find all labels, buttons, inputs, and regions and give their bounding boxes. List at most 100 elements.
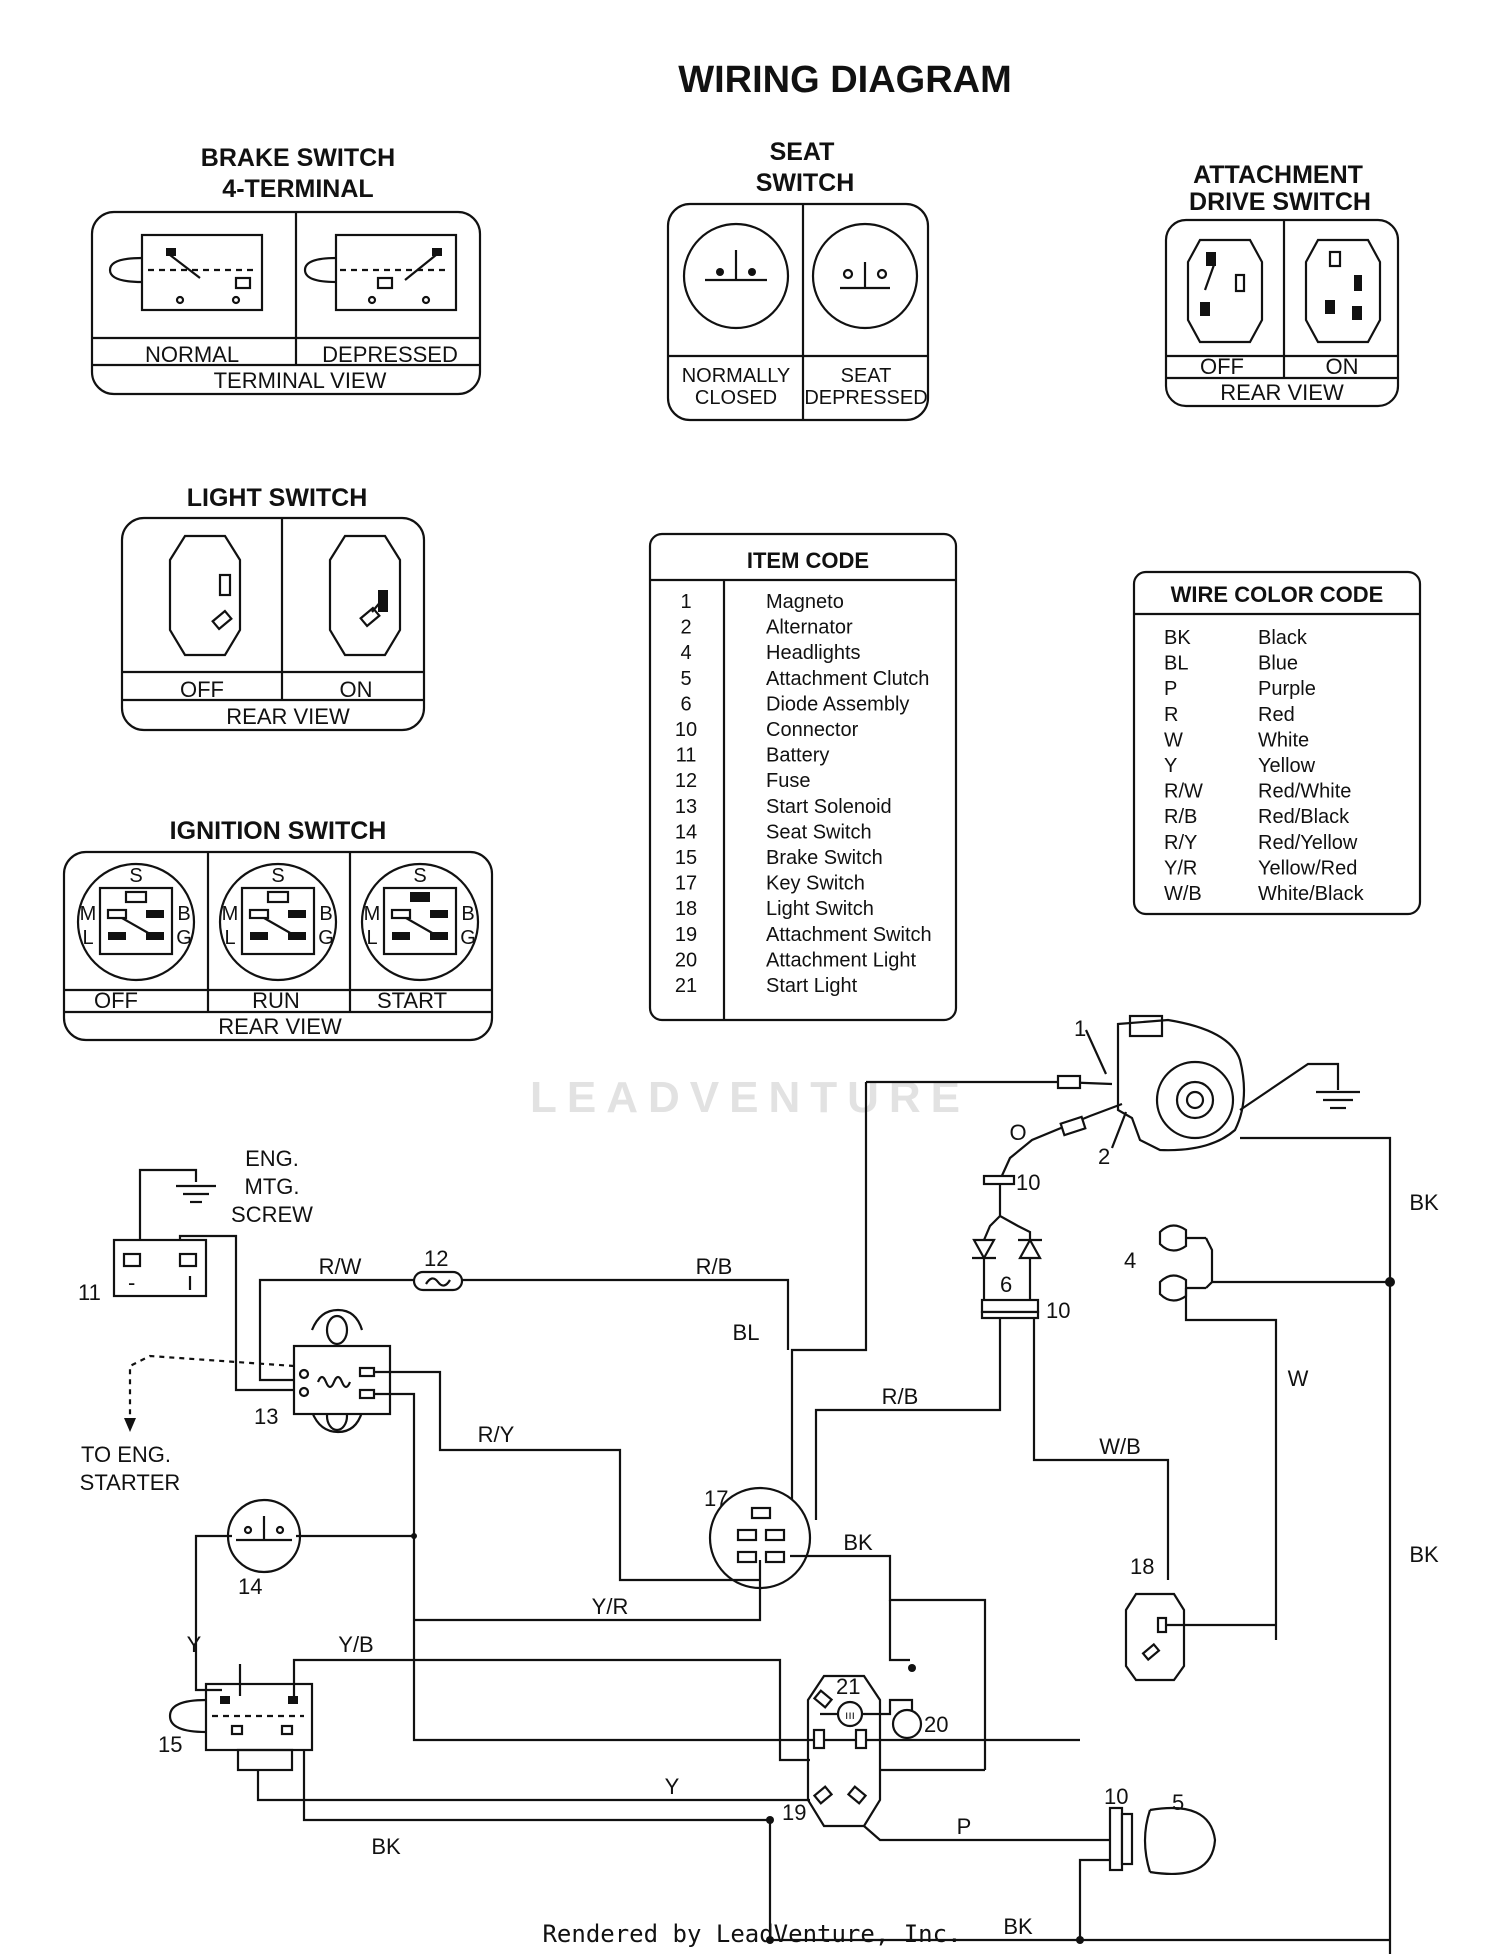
wire-color-name: White/Black	[1258, 883, 1365, 905]
terminal-s: S	[413, 865, 426, 887]
wire-color-name: Blue	[1258, 653, 1298, 675]
headlights	[1158, 1224, 1395, 1640]
item-code-name: Attachment Clutch	[766, 668, 929, 690]
item-code-name: Battery	[766, 745, 829, 767]
engine-flywheel	[1155, 1060, 1235, 1140]
ignition-start-label: START	[377, 988, 447, 1013]
wire-color-code: BL	[1164, 653, 1188, 675]
ignition-state-labels: OFF RUN START REAR VIEW	[94, 988, 447, 1039]
terminal-g: G	[318, 927, 334, 949]
seat-switch-title-2: SWITCH	[756, 169, 855, 197]
terminal-m: M	[222, 903, 239, 925]
light-switch-panel: LIGHT SWITCH OFF ON REAR VIEW	[120, 484, 426, 732]
wire-color-title: WIRE COLOR CODE	[1171, 582, 1384, 607]
wire-label-bk-right-bottom: BK	[1409, 1542, 1439, 1567]
terminal-s: S	[129, 865, 142, 887]
wire-color-name: Black	[1258, 627, 1308, 649]
item-code-name: Diode Assembly	[766, 693, 909, 715]
item-number-10b: 10	[1046, 1298, 1070, 1323]
ignition-switch-panel: IGNITION SWITCH	[62, 817, 494, 1042]
connector-10-diode	[980, 1298, 1040, 1314]
terminal-g: G	[460, 927, 476, 949]
terminal-l: L	[82, 927, 93, 949]
terminal-l: L	[366, 927, 377, 949]
light-off-label: OFF	[180, 677, 224, 702]
attachment-on-label: ON	[1326, 354, 1359, 379]
brake-switch-frame	[90, 210, 482, 396]
brake-normal-label: NORMAL	[145, 342, 239, 367]
attachment-off-label: OFF	[1200, 354, 1244, 379]
item-number-17: 17	[704, 1486, 728, 1511]
item-code-number: 17	[675, 873, 697, 895]
wire-label-bk-right-top: BK	[1409, 1190, 1439, 1215]
wire-label-o: O	[1009, 1120, 1026, 1145]
item-number-20: 20	[924, 1712, 948, 1737]
terminal-b: B	[461, 903, 474, 925]
wire-label-yr: Y/R	[592, 1594, 629, 1619]
light-switch-title: LIGHT SWITCH	[187, 484, 368, 512]
start-solenoid-13	[292, 1308, 392, 1434]
wire-color-name: Red/White	[1258, 781, 1351, 803]
item-code-frame	[648, 532, 958, 1022]
svg-text:ııı: ııı	[845, 1708, 855, 1722]
item-code-name: Fuse	[766, 770, 810, 792]
item-number-19: 19	[782, 1800, 806, 1825]
item-code-name: Connector	[766, 719, 859, 741]
wire-color-code: Y	[1164, 755, 1177, 777]
item-number-1: 1	[1074, 1016, 1086, 1041]
key-switch-17	[708, 1486, 812, 1590]
seat-switch-title-1: SEAT	[770, 138, 835, 166]
item-number-10c: 10	[1104, 1784, 1128, 1809]
light-on-symbol	[328, 534, 402, 657]
brake-view-label: TERMINAL VIEW	[214, 368, 387, 393]
item-code-name: Headlights	[766, 642, 861, 664]
seat-normal-label-1: NORMALLY	[682, 365, 791, 387]
schematic: -	[78, 1014, 1439, 1954]
item-code-number: 2	[680, 617, 691, 639]
wire-color-code: P	[1164, 678, 1177, 700]
wire-label-y-bottom: Y	[665, 1774, 680, 1799]
item-code-name: Attachment Switch	[766, 924, 932, 946]
terminal-m: M	[80, 903, 97, 925]
ignition-run-label: RUN	[252, 988, 300, 1013]
light-switch-frame	[120, 516, 426, 732]
brake-switch-15	[168, 1682, 314, 1772]
brake-depressed-symbol	[334, 233, 458, 312]
attachment-off-symbol	[1186, 238, 1264, 344]
wire-color-code: W/B	[1164, 883, 1202, 905]
seat-normal-symbol	[682, 222, 790, 330]
wire-label-w: W	[1288, 1366, 1309, 1391]
brake-switch-title-2: 4-TERMINAL	[222, 175, 373, 203]
terminal-s: S	[271, 865, 284, 887]
to-eng-label-2: STARTER	[80, 1470, 181, 1495]
starter-arrow-icon	[124, 1418, 136, 1432]
item-code-name: Magneto	[766, 591, 844, 613]
item-code-number: 18	[675, 898, 697, 920]
attachment-switch-frame	[1164, 218, 1400, 408]
wire-color-code: R/B	[1164, 806, 1197, 828]
wire-color-name: Red/Yellow	[1258, 832, 1358, 854]
item-code-number: 21	[675, 975, 697, 997]
eng-mtg-label-1: ENG.	[245, 1146, 299, 1171]
item-code-number: 4	[680, 642, 691, 664]
item-code-name: Start Light	[766, 975, 858, 997]
item-number-5: 5	[1172, 1790, 1184, 1815]
ignition-switch-title: IGNITION SWITCH	[170, 817, 387, 845]
attachment-light-20	[891, 1708, 923, 1740]
wire-color-code: BK	[1164, 627, 1191, 649]
wire-label-bk-bottom-left: BK	[371, 1834, 401, 1859]
brake-normal-symbol	[140, 233, 264, 312]
item-number-10a: 10	[1016, 1170, 1040, 1195]
item-number-18: 18	[1130, 1554, 1154, 1579]
battery-11	[112, 1238, 208, 1298]
attachment-clutch-5	[1108, 1806, 1217, 1876]
attachment-switch-title-2: DRIVE SWITCH	[1189, 188, 1371, 216]
wire-label-p: P	[957, 1814, 972, 1839]
wire-color-name: Yellow	[1258, 755, 1316, 777]
item-number-11: 11	[78, 1280, 101, 1305]
seat-normal-label-2: CLOSED	[695, 387, 777, 409]
